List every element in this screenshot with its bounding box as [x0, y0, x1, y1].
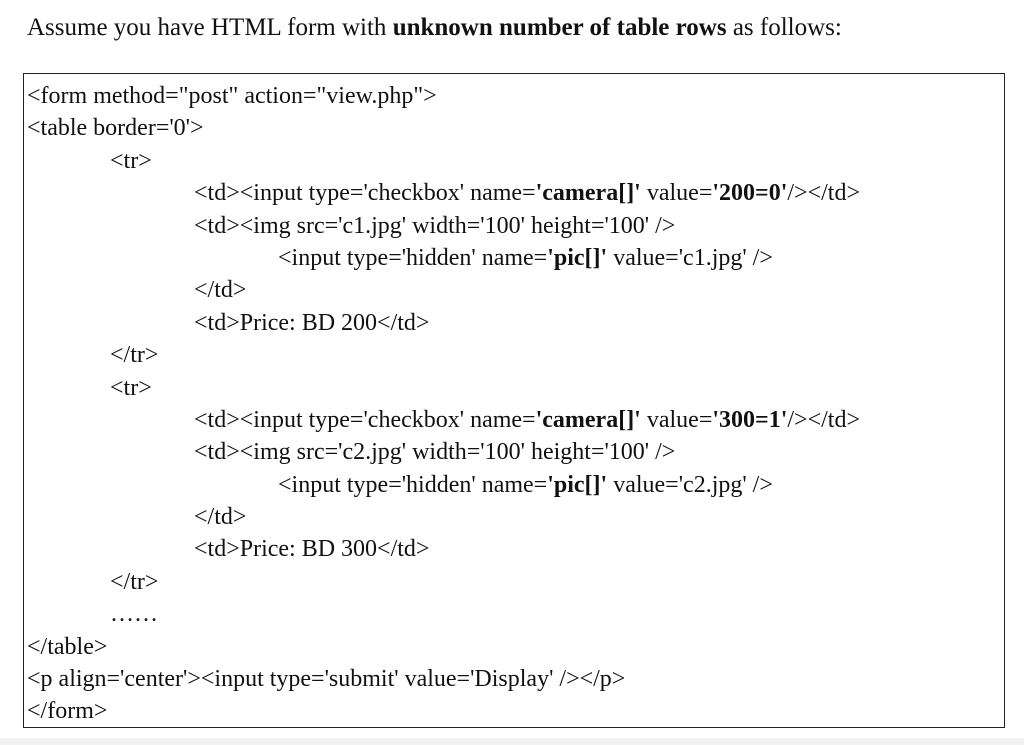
code-line-img: <td><img src='c1.jpg' width='100' height…: [194, 212, 676, 239]
code-listing-box: <form method="post" action="view.php"> <…: [23, 73, 1005, 728]
code-line-tr-close: </tr>: [110, 342, 159, 369]
code-line-tr-open: <tr>: [110, 147, 152, 174]
code-line-td-close: </td>: [194, 504, 247, 531]
code-line-hidden-input: <input type='hidden' name='pic[]' value=…: [278, 471, 773, 498]
code-line-td-close: </td>: [194, 277, 247, 304]
code-line-price: <td>Price: BD 300</td>: [194, 536, 430, 563]
code-line-price: <td>Price: BD 200</td>: [194, 309, 430, 336]
intro-text: Assume you have HTML form with: [27, 14, 393, 41]
intro-emphasis: unknown number of table rows: [392, 14, 727, 41]
code-line-checkbox: <td><input type='checkbox' name='camera[…: [194, 180, 860, 207]
code-line-hidden-input: <input type='hidden' name='pic[]' value=…: [278, 244, 773, 271]
code-line-tr-open: <tr>: [110, 374, 152, 401]
code-line-form-close: </form>: [27, 698, 108, 725]
bottom-edge-strip: [0, 738, 1024, 745]
code-line-submit: <p align='center'><input type='submit' v…: [27, 666, 626, 693]
code-line-table-open: <table border='0'>: [27, 115, 204, 142]
code-line-ellipsis: ……: [110, 601, 158, 628]
intro-text-end: as follows:: [726, 14, 842, 41]
intro-paragraph: Assume you have HTML form with unknown n…: [27, 8, 842, 48]
code-line-table-close: </table>: [27, 633, 108, 660]
code-line-form-open: <form method="post" action="view.php">: [27, 83, 437, 109]
code-line-tr-close: </tr>: [110, 568, 159, 595]
code-line-img: <td><img src='c2.jpg' width='100' height…: [194, 439, 676, 466]
code-line-checkbox: <td><input type='checkbox' name='camera[…: [194, 406, 860, 433]
